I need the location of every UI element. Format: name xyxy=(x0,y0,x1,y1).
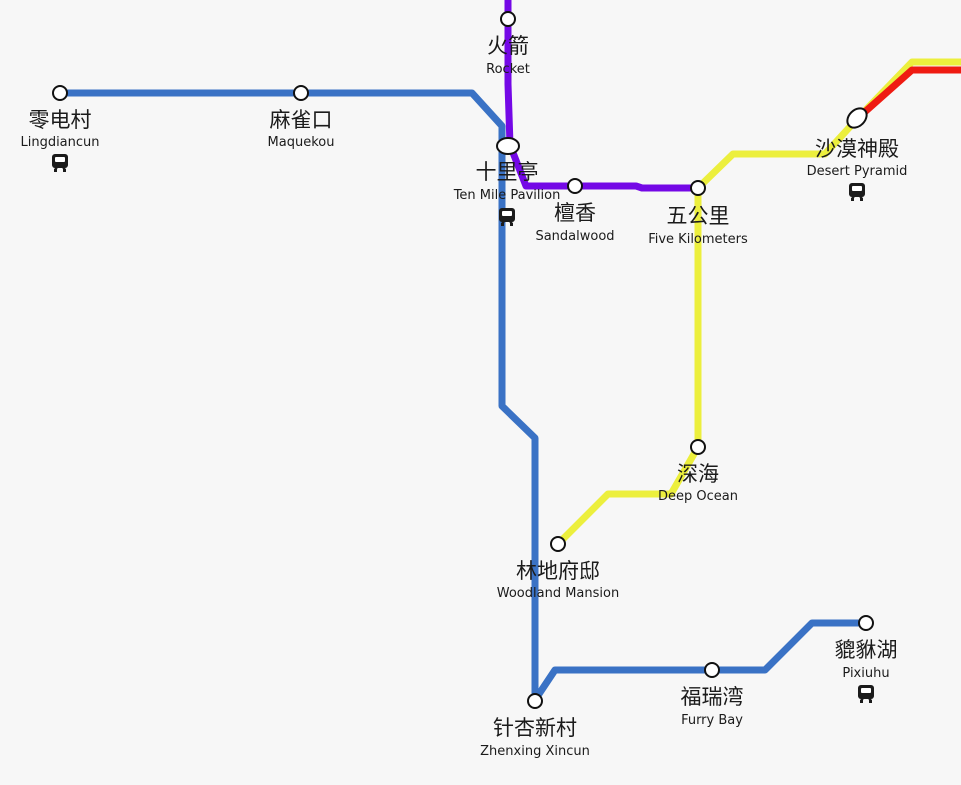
station-label-zhenxing-xincun-cn: 针杏新村 xyxy=(493,716,577,740)
station-furry-bay[interactable] xyxy=(704,662,720,678)
station-label-deep-ocean-cn: 深海 xyxy=(677,462,719,486)
station-label-sandalwood-cn: 檀香 xyxy=(554,201,596,225)
station-label-rocket-cn: 火箭 xyxy=(487,34,529,58)
station-label-lingdiancun-cn: 零电村 xyxy=(29,108,92,132)
station-deep-ocean[interactable] xyxy=(690,439,706,455)
blue-line xyxy=(56,89,870,704)
train-icons xyxy=(52,154,874,703)
station-label-zhenxing-xincun-en: Zhenxing Xincun xyxy=(480,744,590,759)
station-label-furry-bay-cn: 福瑞湾 xyxy=(681,685,744,709)
purple-line xyxy=(504,0,702,192)
station-desert-pyramid[interactable] xyxy=(844,105,871,132)
station-ten-mile-pavilion[interactable] xyxy=(496,137,520,155)
station-zhenxing-xincun[interactable] xyxy=(527,693,543,709)
station-rocket[interactable] xyxy=(500,11,516,27)
station-label-sandalwood-en: Sandalwood xyxy=(535,229,614,244)
station-label-five-kilometers-cn: 五公里 xyxy=(667,204,730,228)
station-label-woodland-mansion-cn: 林地府邸 xyxy=(516,559,600,583)
station-woodland-mansion[interactable] xyxy=(550,536,566,552)
station-label-desert-pyramid-en: Desert Pyramid xyxy=(807,164,908,179)
station-maquekou[interactable] xyxy=(293,85,309,101)
station-label-maquekou-cn: 麻雀口 xyxy=(270,108,333,132)
yellow-line-upper xyxy=(694,58,961,192)
yellow-line-lower xyxy=(554,184,702,548)
station-label-deep-ocean-en: Deep Ocean xyxy=(658,489,738,504)
station-label-maquekou-en: Maquekou xyxy=(268,135,335,150)
station-label-ten-mile-pavilion-en: Ten Mile Pavilion xyxy=(453,188,561,203)
station-label-woodland-mansion-en: Woodland Mansion xyxy=(497,586,619,601)
station-label-pixiuhu-en: Pixiuhu xyxy=(842,666,889,681)
station-label-desert-pyramid-cn: 沙漠神殿 xyxy=(815,137,899,161)
train-icon xyxy=(52,154,68,172)
station-label-ten-mile-pavilion-cn: 十里亭 xyxy=(476,160,539,184)
station-label-five-kilometers-en: Five Kilometers xyxy=(648,232,748,247)
train-icon xyxy=(858,685,874,703)
routes xyxy=(56,0,961,704)
station-labels: 火箭 Rocket 零电村 Lingdiancun 麻雀口 Maquekou 十… xyxy=(20,34,907,759)
train-icon xyxy=(499,208,515,226)
station-label-pixiuhu-cn: 貔貅湖 xyxy=(835,638,898,662)
stations xyxy=(52,11,874,709)
station-pixiuhu[interactable] xyxy=(858,615,874,631)
station-sandalwood[interactable] xyxy=(567,178,583,194)
station-label-lingdiancun-en: Lingdiancun xyxy=(20,135,99,150)
station-label-furry-bay-en: Furry Bay xyxy=(681,713,743,728)
red-line xyxy=(854,66,961,122)
station-label-rocket-en: Rocket xyxy=(486,62,530,77)
station-lingdiancun[interactable] xyxy=(52,85,68,101)
train-icon xyxy=(849,183,865,201)
station-five-kilometers[interactable] xyxy=(690,180,706,196)
